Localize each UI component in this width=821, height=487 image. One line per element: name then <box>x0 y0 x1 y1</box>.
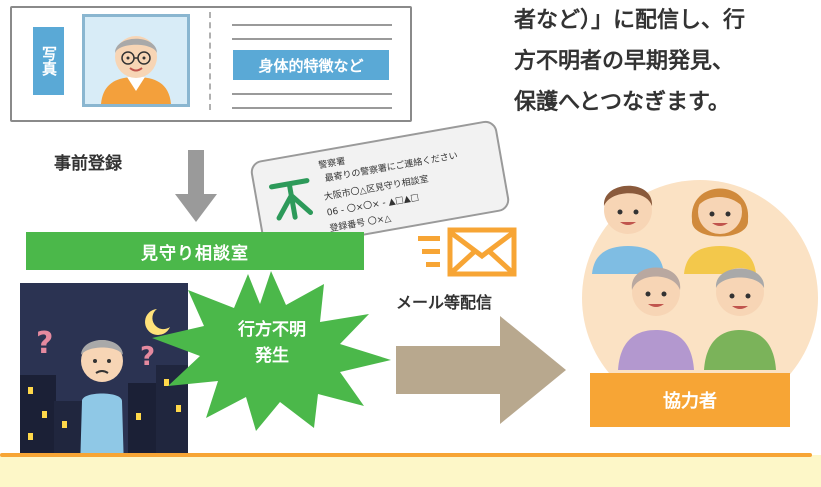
svg-text:?: ? <box>36 326 53 361</box>
cooperators-bar: 協力者 <box>590 373 790 427</box>
mail-icon <box>418 227 517 277</box>
elderly-man-portrait-icon <box>101 36 171 104</box>
card-line <box>232 107 392 109</box>
feature-tag: 身体的特徴など <box>233 50 389 80</box>
svg-text:?: ? <box>140 342 155 372</box>
bottom-line <box>0 453 812 457</box>
police-emblem-icon <box>268 178 314 221</box>
description-text: 者など）」に配信し、行 方不明者の早期発見、 保護へとつなぎます。 <box>514 8 746 115</box>
bottom-strip <box>0 455 821 487</box>
missing-event-label: 行方不明 発生 <box>238 320 306 366</box>
down-arrow-icon <box>175 150 217 222</box>
consult-room-bar: 見守り相談室 <box>26 232 364 270</box>
card-line <box>232 93 392 95</box>
photo-frame <box>82 14 190 107</box>
card-divider <box>209 12 211 110</box>
right-arrow-icon <box>396 316 566 424</box>
pre-registration-label: 事前登録 <box>54 154 122 174</box>
id-tag: 警察署 最寄りの警察署にご連絡ください 大阪市〇△区見守り相談室 06 - 〇×… <box>248 118 512 254</box>
cooperators-group-icon <box>592 185 776 370</box>
starburst-icon <box>152 271 391 431</box>
card-line <box>232 24 392 26</box>
mail-label: メール等配信 <box>396 293 493 312</box>
photo-tag: 写真 <box>33 27 64 95</box>
card-line <box>232 38 392 40</box>
